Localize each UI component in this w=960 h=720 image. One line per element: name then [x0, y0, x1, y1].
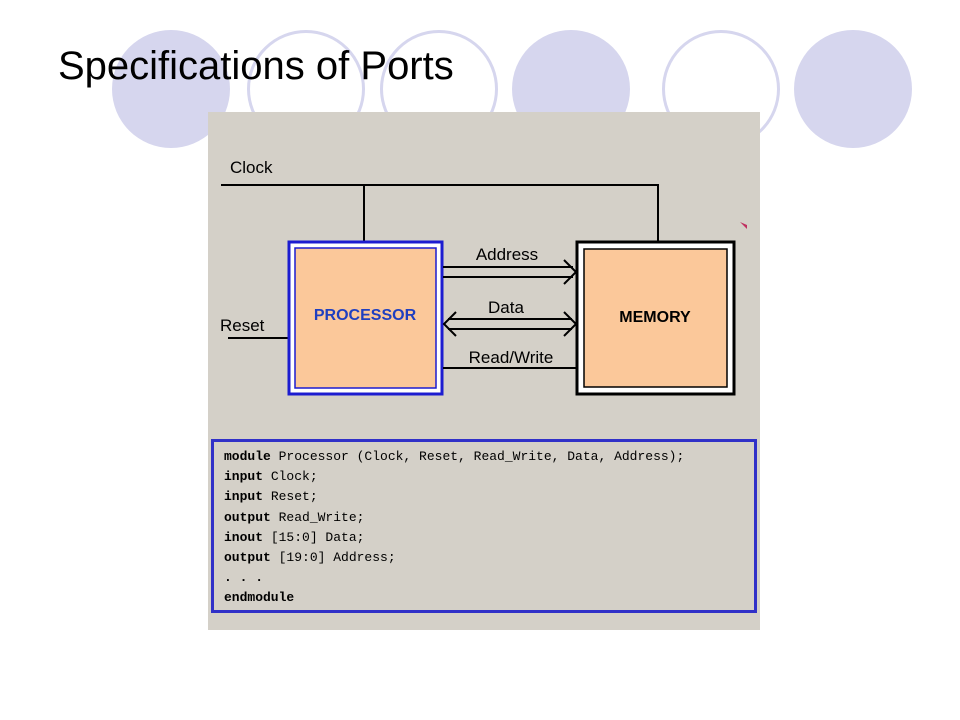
address-label: Address — [476, 245, 538, 264]
read-write-label: Read/Write — [469, 348, 554, 367]
code-line: inout [15:0] Data; — [224, 528, 754, 548]
code-keyword: . . . — [224, 570, 264, 586]
marker-icon — [740, 222, 747, 229]
code-keyword: output — [224, 550, 271, 566]
processor-block — [294, 247, 437, 389]
code-keyword: input — [224, 469, 264, 485]
clock-label: Clock — [230, 158, 273, 177]
code-keyword: output — [224, 509, 271, 525]
code-line: output [19:0] Address; — [224, 548, 754, 568]
code-keyword: input — [224, 489, 264, 505]
memory-label: MEMORY — [619, 309, 691, 326]
code-line: input Reset; — [224, 487, 754, 507]
code-text: Reset; — [263, 489, 318, 505]
verilog-code-box: module Processor (Clock, Reset, Read_Wri… — [211, 439, 757, 613]
memory-block — [583, 248, 728, 388]
code-text: Clock; — [263, 469, 318, 485]
data-label: Data — [488, 298, 524, 317]
processor-label: PROCESSOR — [314, 307, 417, 324]
code-keyword: module — [224, 449, 271, 464]
code-line: output Read_Write; — [224, 508, 754, 528]
decorative-circle — [794, 30, 912, 148]
code-text: Processor (Clock, Reset, Read_Write, Dat… — [270, 449, 685, 464]
reset-label: Reset — [220, 316, 265, 335]
code-line: module Processor (Clock, Reset, Read_Wri… — [224, 447, 754, 467]
code-keyword: inout — [224, 529, 264, 545]
slide-title: Specifications of Ports — [58, 44, 454, 88]
address-bus-arrow — [443, 259, 578, 285]
block-diagram: Clock Reset PROCESSOR MEMORY Address Dat… — [220, 158, 747, 396]
code-text: Read_Write; — [270, 509, 365, 525]
port-diagram-figure: Clock Reset PROCESSOR MEMORY Address Dat… — [208, 112, 760, 630]
code-line: endmodule — [224, 588, 754, 608]
code-line: . . . — [224, 568, 754, 588]
code-keyword: endmodule — [224, 590, 295, 606]
code-text: [19:0] Address; — [270, 550, 396, 566]
data-bus-arrow — [442, 311, 578, 337]
code-line: input Clock; — [224, 467, 754, 487]
code-text: [15:0] Data; — [263, 529, 365, 545]
